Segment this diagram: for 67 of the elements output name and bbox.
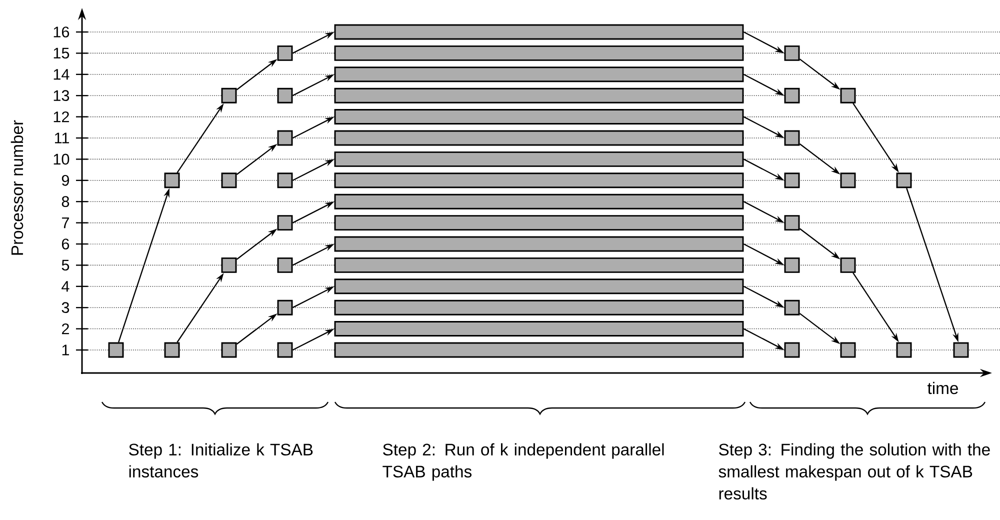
tick-label: 6: [62, 238, 70, 250]
path-bar: [334, 321, 744, 337]
processor-box: [784, 172, 800, 188]
path-bar: [334, 45, 744, 61]
tick-label: 1: [62, 344, 69, 356]
path-bar: [334, 194, 744, 210]
path-bar: [334, 66, 744, 82]
processor-box: [896, 342, 912, 358]
processor-box: [840, 88, 856, 104]
processor-box: [277, 257, 293, 273]
processor-box: [784, 88, 800, 104]
tick-label: 16: [54, 26, 70, 38]
processor-box: [164, 342, 180, 358]
path-bar: [334, 342, 744, 358]
path-bar: [334, 172, 744, 188]
tick-label: 13: [54, 90, 70, 102]
processor-box: [840, 342, 856, 358]
path-bar: [334, 236, 744, 252]
processor-box: [108, 342, 124, 358]
processor-box: [221, 88, 237, 104]
step-caption: Step 1: Initialize k TSAB instances: [129, 443, 313, 478]
processor-box: [784, 257, 800, 273]
processor-box: [784, 45, 800, 61]
processor-box: [840, 172, 856, 188]
processor-box: [784, 130, 800, 146]
processor-box: [221, 257, 237, 273]
step-caption: Step 2: Run of k independent parallel TSAB paths: [382, 443, 664, 481]
path-bar: [334, 24, 744, 40]
path-bar: [334, 215, 744, 231]
processor-box: [277, 300, 293, 316]
processor-box: [221, 172, 237, 188]
processor-box: [277, 45, 293, 61]
tick-label: 10: [54, 154, 70, 165]
tick-label: 11: [55, 132, 69, 144]
processor-box: [840, 257, 856, 273]
path-bar: [334, 130, 744, 146]
processor-box: [277, 215, 293, 231]
processor-box: [896, 172, 912, 188]
tick-label: 12: [54, 111, 69, 122]
tick-label: 8: [62, 196, 70, 208]
path-bar: [334, 88, 744, 104]
processor-box: [277, 342, 293, 358]
processor-box: [784, 342, 800, 358]
path-bar: [334, 300, 744, 316]
tick-label: 7: [62, 218, 69, 228]
processor-box: [784, 300, 800, 316]
tick-label: 3: [62, 302, 70, 314]
processor-box: [164, 172, 180, 188]
processor-box: [784, 215, 800, 231]
tick-label: 4: [62, 281, 70, 292]
path-bar: [334, 257, 744, 273]
processor-box: [277, 172, 293, 188]
processor-box: [953, 342, 969, 358]
axis-title: time: [928, 382, 958, 394]
step-caption: Step 3: Finding the solution with the smallest makespan out of k TSAB results: [718, 443, 990, 500]
tick-label: 2: [62, 323, 69, 334]
processor-box: [221, 342, 237, 358]
path-bar: [334, 151, 744, 167]
path-bar: [334, 109, 744, 125]
tick-label: 15: [54, 48, 70, 59]
tick-label: 9: [62, 174, 70, 186]
processor-box: [277, 130, 293, 146]
tick-label: 14: [54, 69, 70, 80]
path-bar: [334, 278, 744, 294]
axis-title: Processor number: [10, 120, 24, 255]
tick-label: 5: [62, 260, 70, 271]
processor-box: [277, 88, 293, 104]
